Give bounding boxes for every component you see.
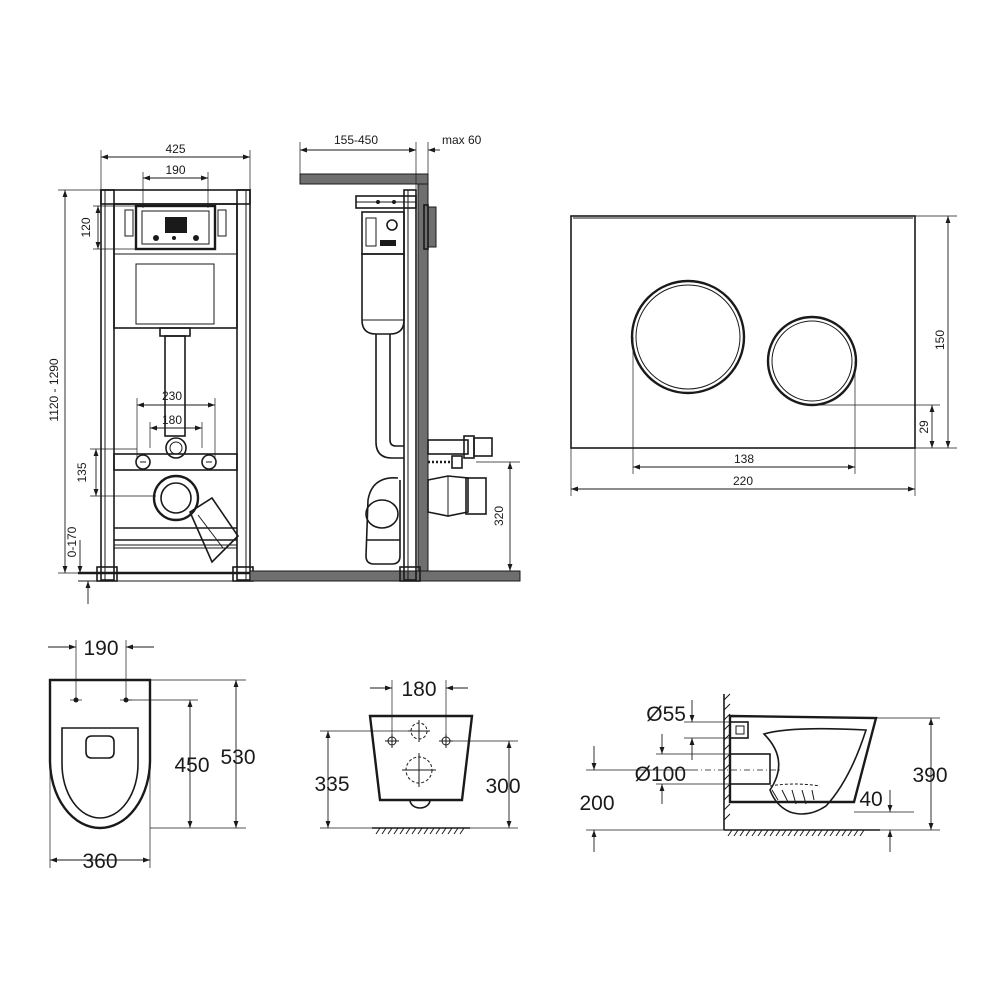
panel-width-label: 190 — [165, 163, 185, 177]
flush-plate-view: 150 29 138 220 — [570, 215, 957, 496]
rim-offset-label: 40 — [859, 788, 882, 811]
bowl-top-view: 190 450 530 360 — [48, 637, 256, 873]
bowl-back-view: 180 335 300 — [314, 678, 521, 835]
back-bolt-spacing-label: 180 — [401, 678, 436, 701]
bowl-outer-length-label: 530 — [220, 746, 255, 769]
plate-height-label: 150 — [933, 330, 947, 350]
bowl-width-label: 360 — [82, 850, 117, 873]
bolt-spacing-outer-label: 230 — [162, 389, 182, 403]
max-wall-label: max 60 — [442, 133, 482, 147]
bowl-inner-length-label: 450 — [174, 754, 209, 777]
button-offset-label: 29 — [917, 420, 931, 434]
button-spacing-label: 138 — [734, 452, 754, 466]
bolt-height-label: 135 — [75, 462, 89, 482]
frame-height-label: 1120 - 1290 — [47, 358, 61, 421]
flush-plate — [570, 215, 916, 449]
foot-range-label: 0-170 — [65, 526, 79, 557]
inlet-diameter-label: Ø55 — [646, 703, 686, 726]
bowl-height-label: 390 — [912, 764, 947, 787]
large-flush-button[interactable] — [630, 279, 746, 395]
frame-width-label: 425 — [165, 142, 185, 156]
bowl-outline — [48, 678, 152, 830]
bowl-side-view: Ø55 Ø100 200 390 40 — [579, 693, 948, 852]
panel-height-label: 120 — [79, 217, 93, 237]
back-right-height-label: 300 — [485, 775, 520, 798]
frame-left-post — [100, 189, 115, 581]
outlet-height-label: 200 — [579, 792, 614, 815]
bowl-bolt-spacing-label: 190 — [83, 637, 118, 660]
frame-front-view: 425 190 120 1120 - 1290 0-170 230 180 — [47, 142, 412, 604]
small-flush-button[interactable] — [766, 315, 858, 407]
frame-right-post — [236, 189, 251, 581]
back-left-height-label: 335 — [314, 773, 349, 796]
back-mounting-holes — [385, 720, 453, 787]
bowl-back-outline — [368, 714, 474, 802]
outlet-diameter-label: Ø100 — [635, 763, 686, 786]
plate-width-label: 220 — [733, 474, 753, 488]
flush-mechanism — [134, 204, 217, 251]
frame-drain-outlet — [152, 474, 200, 522]
drain-height-label: 320 — [492, 506, 506, 526]
bolt-spacing-inner-label: 180 — [162, 413, 182, 427]
frame-side-view: 155-450 max 60 320 — [249, 133, 521, 582]
depth-range-label: 155-450 — [334, 133, 378, 147]
